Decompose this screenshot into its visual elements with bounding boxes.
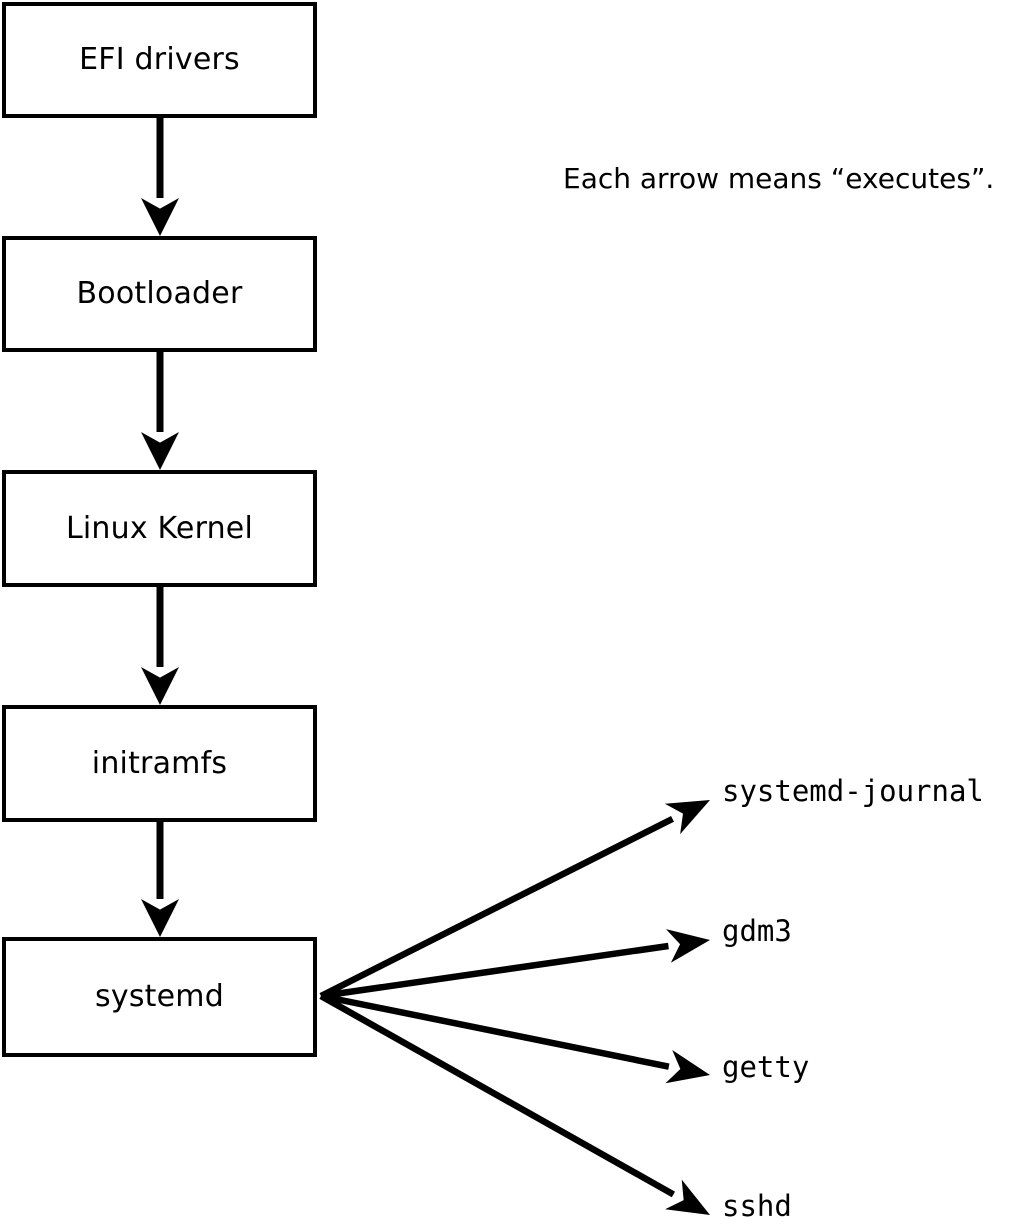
- stage-box-linux-kernel[interactable]: Linux Kernel: [2, 470, 317, 587]
- stage-box-efi-drivers[interactable]: EFI drivers: [2, 2, 317, 118]
- legend-note: Each arrow means “executes”.: [563, 162, 995, 195]
- stage-label-linux-kernel: Linux Kernel: [65, 510, 253, 546]
- chain-arrow-initramfs-to-systemd-head: [141, 899, 179, 937]
- service-label-sshd[interactable]: sshd: [722, 1189, 792, 1223]
- stage-label-systemd: systemd: [95, 979, 224, 1014]
- service-label-systemd-journal[interactable]: systemd-journal: [722, 774, 984, 808]
- chain-arrow-linux-kernel-to-initramfs-head: [141, 667, 179, 705]
- fanout-arrow-sshd-shaft: [319, 993, 675, 1198]
- service-label-getty[interactable]: getty: [722, 1050, 810, 1084]
- fanout-arrow-systemd-journal-head: [664, 800, 710, 835]
- stage-label-bootloader: Bootloader: [76, 276, 243, 311]
- boot-chain-arrows: [141, 118, 179, 937]
- fanout-arrow-gdm3-shaft: [320, 942, 669, 1000]
- stage-box-bootloader[interactable]: Bootloader: [2, 236, 317, 352]
- stage-label-efi-drivers: EFI drivers: [79, 42, 240, 77]
- fanout-arrow-getty-head: [665, 1049, 710, 1084]
- fanout-arrow-sshd-head: [665, 1179, 710, 1215]
- chain-arrow-bootloader-to-linux-kernel-head: [141, 432, 179, 470]
- service-fanout-arrows: [319, 800, 710, 1215]
- fanout-arrow-gdm3-head: [666, 929, 710, 963]
- fanout-arrow-systemd-journal-shaft: [319, 815, 674, 999]
- stage-label-initramfs: initramfs: [91, 745, 228, 781]
- stage-box-initramfs[interactable]: initramfs: [2, 705, 317, 822]
- fanout-arrow-getty-shaft: [320, 992, 670, 1070]
- stage-box-systemd[interactable]: systemd: [2, 937, 317, 1057]
- chain-arrow-efi-drivers-to-bootloader-head: [141, 198, 179, 236]
- service-label-gdm3[interactable]: gdm3: [722, 914, 792, 948]
